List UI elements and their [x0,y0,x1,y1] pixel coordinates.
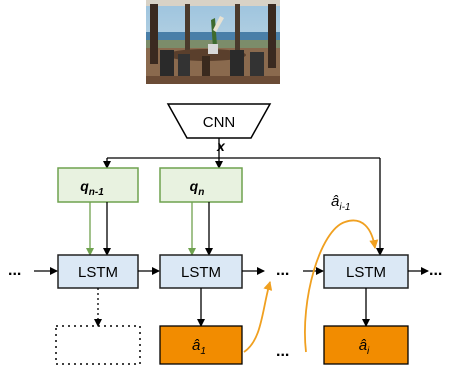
lstm-label: LSTM [181,264,221,281]
question-box-n: qn [159,167,243,203]
answer-base: â [359,337,367,354]
svg-text:â1: â1 [192,337,206,357]
ellipsis-middle: ... [276,262,289,279]
question-box-n-1: qn-1 [57,167,139,203]
answer-base: â [192,337,200,354]
svg-text:âi: âi [359,337,370,357]
lstm-box-3: LSTM [323,254,409,289]
answer-placeholder-box [55,325,141,365]
feature-label-x: x [216,138,226,154]
feedback-subscript: i-1 [339,202,350,213]
answer-box-1: â1 [159,325,243,365]
answer-subscript: 1 [200,346,206,357]
question-base: q [190,178,199,194]
question-subscript: n-1 [89,187,104,198]
lstm-to-answer-arrows [94,288,370,327]
svg-text:qn-1: qn-1 [80,178,104,198]
question-subscript: n [198,187,204,198]
question-base: q [80,178,89,194]
cnn-label: CNN [203,114,236,131]
feature-distribution [103,138,384,256]
feedback-base: â [331,193,339,210]
lstm-label: LSTM [346,264,386,281]
lstm-label: LSTM [78,264,118,281]
question-to-lstm-arrows [86,202,213,256]
ellipsis-right: ... [429,262,442,279]
cnn-block: CNN [166,103,272,139]
feedback-label: âi-1 [331,193,350,213]
ellipsis-left: ... [8,262,21,279]
input-image [146,0,280,84]
lstm-box-1: LSTM [57,254,139,289]
lstm-box-2: LSTM [159,254,243,289]
answer-box-i: âi [323,325,409,365]
answer-subscript: i [367,346,370,357]
ellipsis-answers: ... [276,343,289,360]
svg-text:qn: qn [190,178,205,198]
feedback-arrows [243,219,379,353]
